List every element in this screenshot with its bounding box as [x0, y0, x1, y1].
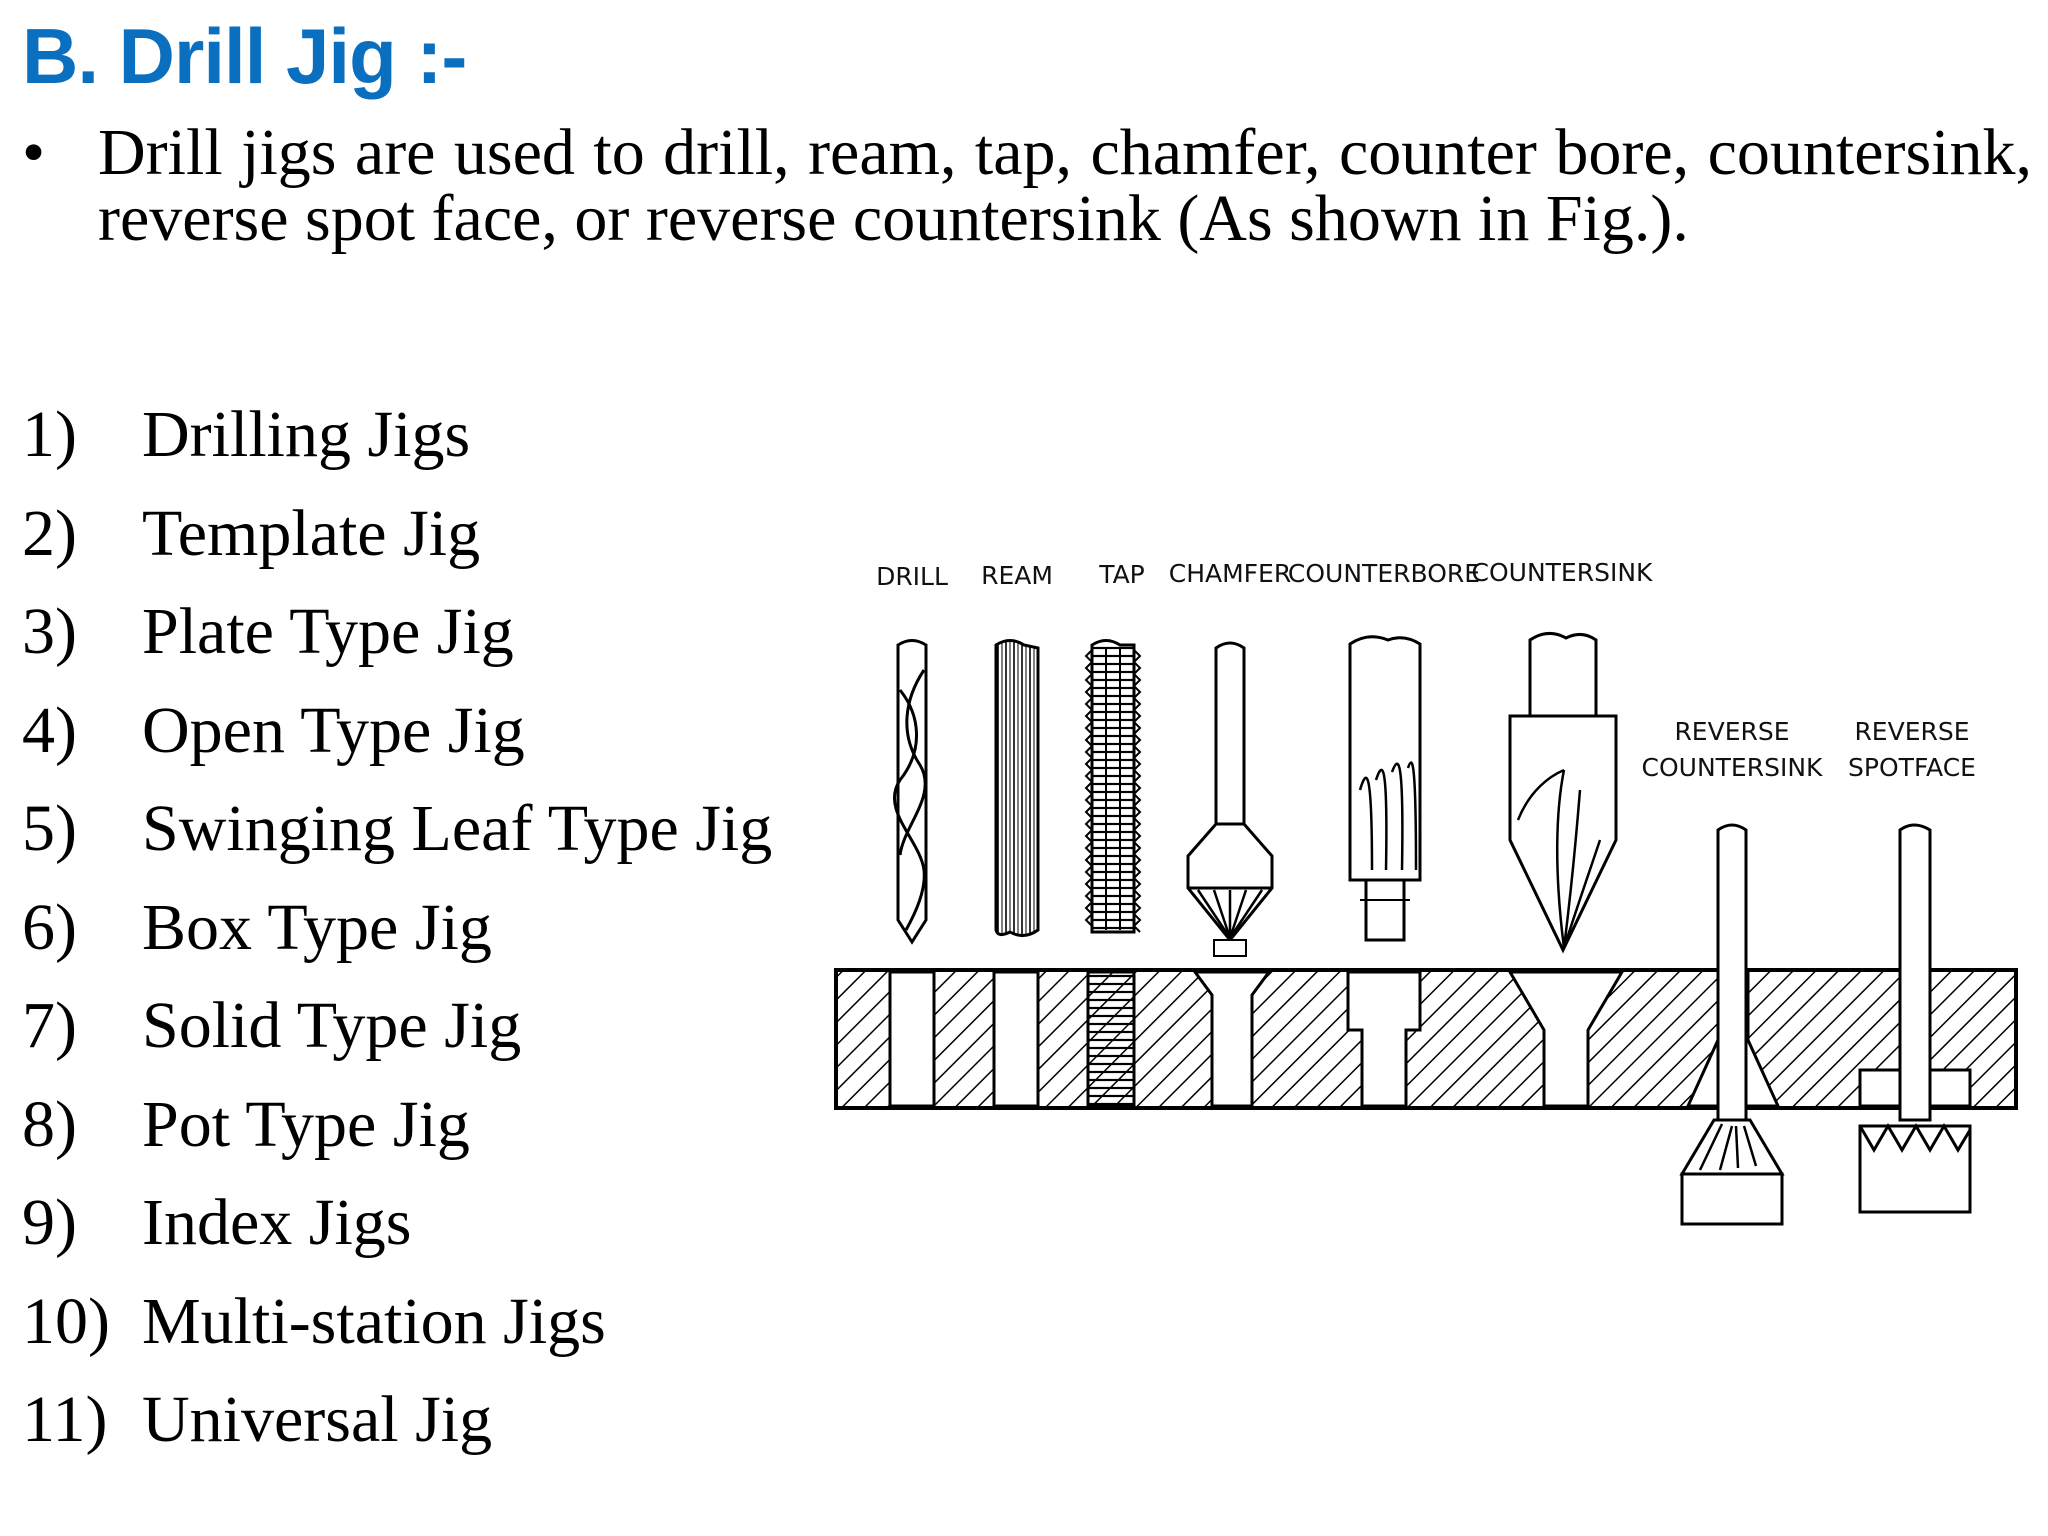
drill-operations-diagram: DRILL REAM TAP CHAMFER COUNTERBORE COUNT…: [834, 558, 2018, 1226]
list-item-text: Multi-station Jigs: [142, 1284, 606, 1358]
list-item-number: 5): [22, 792, 77, 865]
workpiece-plate: [834, 968, 2018, 1110]
ream-tool: [994, 639, 1040, 937]
label-counterbore: COUNTERBORE: [1288, 559, 1480, 588]
chamfer-tool: [1186, 641, 1274, 957]
tap-tool: [1084, 639, 1142, 934]
slide-title: B. Drill Jig :-: [22, 12, 467, 100]
bullet-text: Drill jigs are used to drill, ream, tap,…: [98, 116, 2032, 255]
list-item-text: Box Type Jig: [142, 890, 492, 964]
list-item-number: 9): [22, 1186, 77, 1259]
reverse-countersink-tool: [1679, 823, 1785, 1226]
list-item-text: Template Jig: [142, 496, 481, 570]
label-tap: TAP: [1098, 560, 1145, 589]
list-item: 1) Drilling Jigs: [22, 386, 782, 485]
counterbore-tool: [1348, 635, 1422, 942]
list-item: 2) Template Jig: [22, 485, 782, 584]
drill-tool: [892, 639, 928, 945]
bullet-dot-icon: •: [22, 116, 46, 189]
list-item: 4) Open Type Jig: [22, 682, 782, 781]
list-item-number: 7): [22, 989, 77, 1062]
label-reverse-countersink-1: REVERSE: [1674, 717, 1789, 746]
list-item: 5) Swinging Leaf Type Jig: [22, 780, 782, 879]
list-item-text: Universal Jig: [142, 1383, 493, 1456]
list-item: 7) Solid Type Jig: [22, 977, 782, 1076]
label-reverse-countersink-2: COUNTERSINK: [1642, 753, 1824, 782]
list-item: 10) Multi-station Jigs: [22, 1273, 782, 1372]
list-item-number: 2): [22, 496, 77, 570]
list-item: 9) Index Jigs: [22, 1174, 782, 1273]
label-chamfer: CHAMFER: [1169, 559, 1291, 588]
list-item-number: 3): [22, 595, 77, 668]
list-item-number: 11): [22, 1383, 108, 1456]
label-reverse-spotface-2: SPOTFACE: [1848, 753, 1976, 782]
list-item-number: 10): [22, 1284, 110, 1358]
label-ream: REAM: [981, 561, 1053, 590]
list-item-text: Solid Type Jig: [142, 989, 522, 1062]
list-item-text: Open Type Jig: [142, 693, 525, 767]
jig-types-list: 1) Drilling Jigs 2) Template Jig 3) Plate T…: [22, 386, 782, 1470]
list-item: 8) Pot Type Jig: [22, 1076, 782, 1175]
list-item-text: Plate Type Jig: [142, 595, 514, 668]
list-item: 3) Plate Type Jig: [22, 583, 782, 682]
list-item-number: 8): [22, 1087, 77, 1161]
label-drill: DRILL: [876, 562, 948, 591]
countersink-tool: [1508, 632, 1618, 954]
list-item-number: 4): [22, 693, 77, 767]
drill-operations-figure: DRILL REAM TAP CHAMFER COUNTERBORE COUNT…: [820, 540, 2030, 1240]
list-item-text: Index Jigs: [142, 1186, 412, 1259]
list-item: 11) Universal Jig: [22, 1371, 782, 1470]
list-item-text: Drilling Jigs: [142, 398, 471, 471]
label-countersink: COUNTERSINK: [1472, 558, 1654, 587]
label-reverse-spotface-1: REVERSE: [1854, 717, 1969, 746]
reverse-spotface-tool: [1858, 823, 1972, 1214]
list-item-number: 6): [22, 890, 77, 964]
list-item-text: Swinging Leaf Type Jig: [142, 792, 773, 865]
list-item-text: Pot Type Jig: [142, 1087, 470, 1161]
list-item-number: 1): [22, 398, 77, 471]
list-item: 6) Box Type Jig: [22, 879, 782, 978]
